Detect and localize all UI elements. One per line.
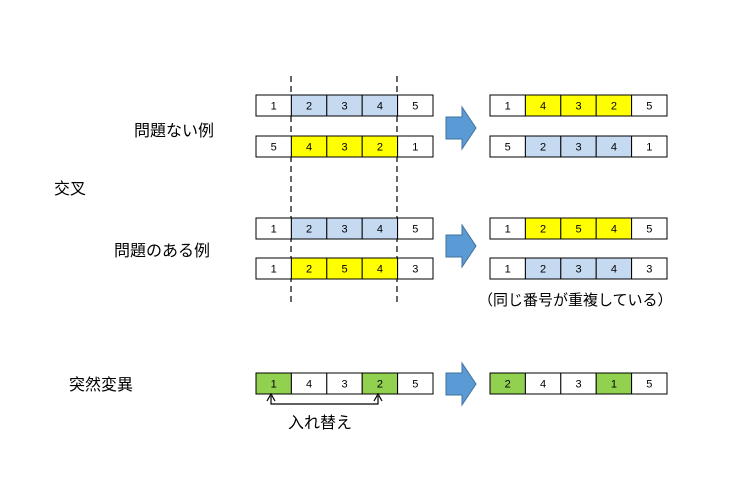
gene-value: 2: [306, 224, 312, 236]
gene-value: 2: [306, 101, 312, 113]
gene-value: 5: [646, 224, 652, 236]
gene-value: 2: [377, 142, 383, 154]
strip-ng-before-2: 1 2 5 4 3: [255, 257, 434, 280]
gene-cell: [397, 94, 434, 117]
ng-example-label: 問題のある例: [114, 241, 210, 260]
gene-value: 2: [377, 379, 383, 391]
gene-value: 4: [306, 379, 312, 391]
strip-mutation-before: 1 4 3 2 5: [255, 372, 434, 395]
gene-value: 1: [412, 142, 418, 154]
gene-value: 3: [575, 101, 581, 113]
gene-value: 5: [341, 264, 347, 276]
gene-value: 3: [575, 379, 581, 391]
gene-value: 4: [611, 264, 617, 276]
gene-value: 1: [611, 379, 617, 391]
gene-value: 1: [271, 264, 277, 276]
gene-cell: [397, 135, 434, 158]
right-arrow-mutation: [445, 361, 477, 407]
gene-cell: [631, 135, 668, 158]
gene-value: 2: [540, 224, 546, 236]
strip-ng-after-1: 1 2 5 4 5: [489, 217, 668, 240]
gene-value: 1: [505, 224, 511, 236]
gene-value: 5: [412, 379, 418, 391]
crossover-title: 交叉: [54, 179, 86, 198]
gene-cell: [631, 94, 668, 117]
strip-ok-after-2: 5 2 3 4 1: [489, 135, 668, 158]
gene-value: 4: [540, 101, 546, 113]
gene-value: 3: [575, 142, 581, 154]
gene-value: 4: [377, 101, 383, 113]
strip-mutation-after: 2 4 3 1 5: [489, 372, 668, 395]
gene-value: 3: [412, 264, 418, 276]
gene-value: 2: [540, 264, 546, 276]
gene-value: 2: [306, 264, 312, 276]
gene-value: 4: [306, 142, 312, 154]
strip-ok-after-1: 1 4 3 2 5: [489, 94, 668, 117]
gene-value: 5: [646, 101, 652, 113]
swap-arrowhead-left: [266, 392, 276, 402]
strip-ok-before-1: 1 2 3 4 5: [255, 94, 434, 117]
gene-cell: [397, 257, 434, 280]
ok-example-label: 問題ない例: [134, 121, 214, 140]
gene-value: 2: [611, 101, 617, 113]
gene-value: 4: [611, 224, 617, 236]
gene-value: 5: [646, 379, 652, 391]
gene-cell: [397, 372, 434, 395]
gene-value: 3: [341, 379, 347, 391]
gene-value: 3: [646, 264, 652, 276]
gene-cell: [631, 257, 668, 280]
gene-value: 1: [271, 101, 277, 113]
gene-value: 3: [341, 101, 347, 113]
gene-value: 1: [505, 101, 511, 113]
mutation-title: 突然変異: [69, 375, 133, 394]
gene-value: 2: [540, 142, 546, 154]
gene-cell: [631, 372, 668, 395]
gene-cell: [397, 217, 434, 240]
gene-value: 2: [505, 379, 511, 391]
strip-ng-after-2: 1 2 3 4 3: [489, 257, 668, 280]
gene-value: 1: [646, 142, 652, 154]
swap-label: 入れ替え: [288, 413, 352, 432]
gene-value: 3: [341, 224, 347, 236]
gene-value: 5: [412, 224, 418, 236]
gene-value: 1: [505, 264, 511, 276]
gene-value: 4: [377, 224, 383, 236]
gene-value: 5: [271, 142, 277, 154]
gene-value: 5: [412, 101, 418, 113]
gene-value: 5: [505, 142, 511, 154]
gene-value: 4: [611, 142, 617, 154]
right-arrow-ok: [445, 105, 477, 151]
gene-value: 5: [575, 224, 581, 236]
gene-value: 1: [271, 379, 277, 391]
strip-ng-before-1: 1 2 3 4 5: [255, 217, 434, 240]
swap-arrowhead-right: [373, 392, 383, 402]
strip-ok-before-2: 5 4 3 2 1: [255, 135, 434, 158]
gene-value: 1: [271, 224, 277, 236]
gene-value: 4: [377, 264, 383, 276]
duplicate-note: （同じ番号が重複している）: [478, 291, 673, 309]
right-arrow-ng: [445, 223, 477, 269]
gene-value: 3: [575, 264, 581, 276]
gene-cell: [631, 217, 668, 240]
gene-value: 3: [341, 142, 347, 154]
gene-value: 4: [540, 379, 546, 391]
swap-bracket: [270, 396, 379, 405]
